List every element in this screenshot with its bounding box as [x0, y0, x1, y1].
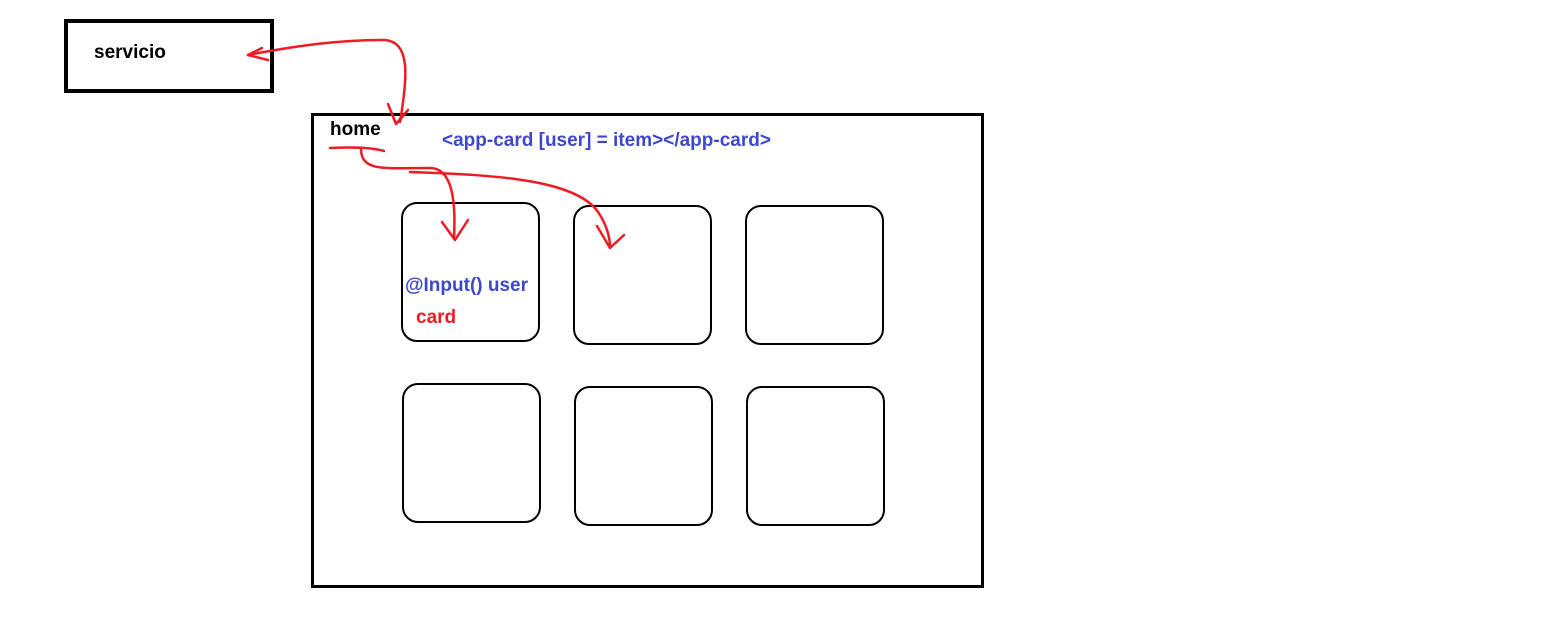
card-6 [746, 386, 885, 526]
servicio-label: servicio [94, 42, 166, 63]
card-component-label: card [416, 307, 457, 328]
input-user-code: @Input() user [405, 275, 529, 296]
card-4 [402, 383, 541, 523]
home-box [311, 113, 984, 588]
card-2 [573, 205, 712, 345]
card-3 [745, 205, 884, 345]
app-card-template-code: <app-card [user] = item></app-card> [442, 130, 771, 151]
card-5 [574, 386, 713, 526]
home-label: home [330, 119, 381, 140]
